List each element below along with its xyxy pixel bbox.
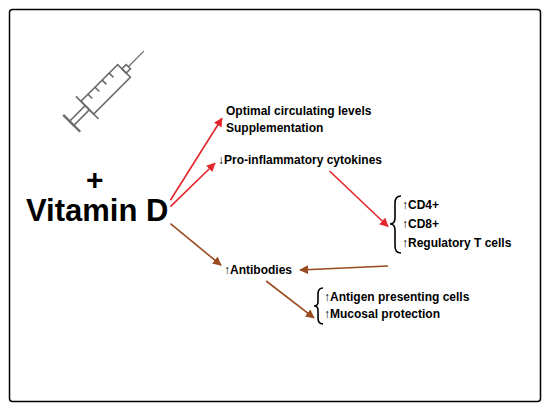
arrow-connector: [330, 171, 388, 227]
arrow-connector: [266, 281, 314, 318]
node-text: ↑Regulatory T cells: [402, 234, 511, 253]
node-text: ↓Pro-inflammatory cytokines: [218, 152, 382, 168]
plus-sign: +: [86, 163, 104, 197]
syringe-illustration: [60, 40, 155, 135]
text-node: ↑Antigen presenting cells↑Mucosal protec…: [324, 289, 469, 323]
node-text: ↑Mucosal protection: [324, 306, 469, 323]
node-text: ↑CD4+: [402, 196, 511, 215]
node-text: Vitamin D: [26, 193, 168, 229]
arrow-connector: [170, 118, 222, 200]
text-node: ↑CD4+↑CD8+↑Regulatory T cells: [402, 196, 511, 253]
arrow-connector: [170, 224, 221, 266]
arrow-connector: [170, 163, 215, 206]
node-text: Optimal circulating levels: [226, 103, 371, 120]
curly-bracket: [390, 196, 401, 253]
node-text: ↑Antigen presenting cells: [324, 289, 469, 306]
frame-border: [10, 10, 541, 402]
text-node: ↑Antibodies: [224, 262, 292, 278]
node-text: ↑CD8+: [402, 215, 511, 234]
text-node: Optimal circulating levelsSupplementatio…: [226, 103, 371, 137]
node-text: ↑Antibodies: [224, 262, 292, 278]
text-node: ↓Pro-inflammatory cytokines: [218, 152, 382, 168]
text-node: Vitamin D: [26, 193, 168, 229]
arrow-connector: [300, 266, 388, 270]
node-text: Supplementation: [226, 120, 371, 137]
curly-bracket: [314, 288, 323, 324]
